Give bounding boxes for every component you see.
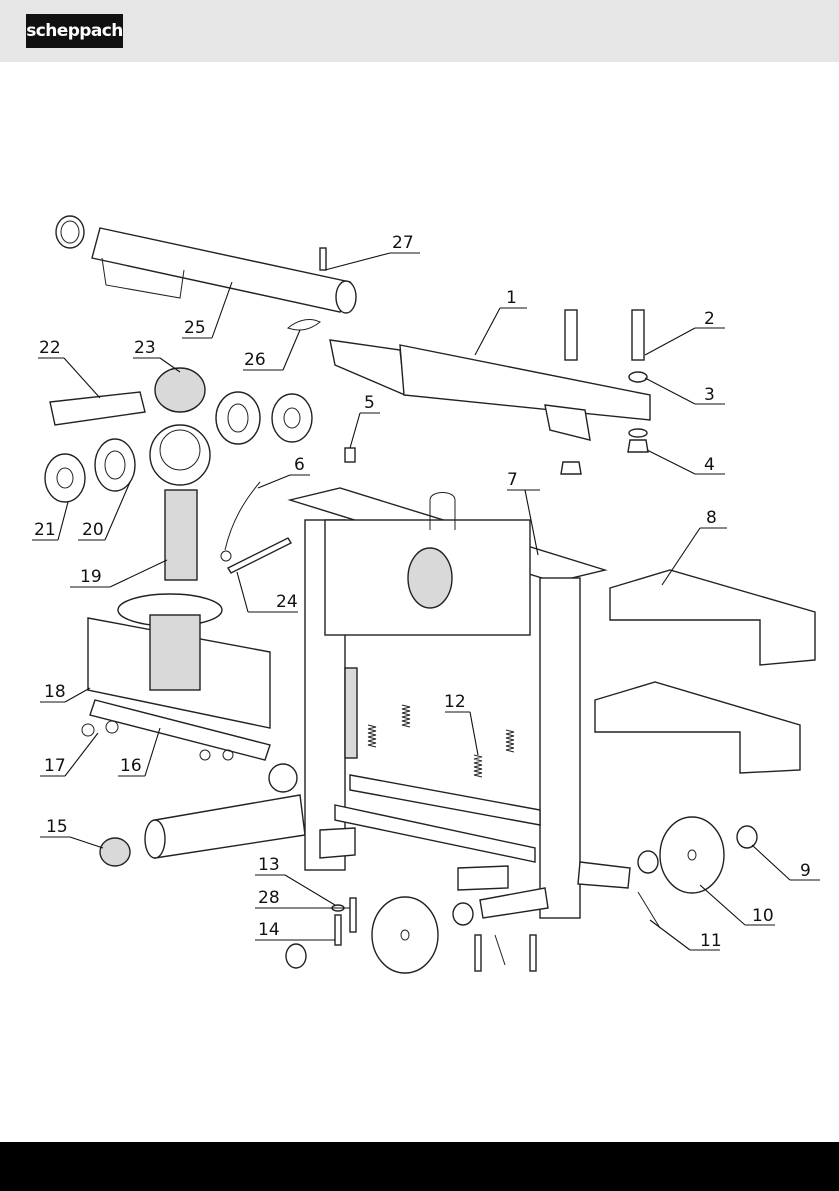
callout-8: 8 [706, 508, 717, 528]
callout-14: 14 [258, 920, 280, 940]
callout-2: 2 [704, 309, 715, 329]
callout-11: 11 [700, 931, 722, 951]
callout-21: 21 [34, 520, 56, 540]
callout-26: 26 [244, 350, 266, 370]
callout-1: 1 [506, 288, 517, 308]
callout-19: 19 [80, 567, 102, 587]
parts-artwork [45, 216, 815, 973]
callout-4: 4 [704, 455, 715, 475]
callout-25: 25 [184, 318, 206, 338]
callout-10: 10 [752, 906, 774, 926]
callout-6: 6 [294, 455, 305, 475]
callout-28: 28 [258, 888, 280, 908]
callout-22: 22 [39, 338, 61, 358]
callout-7: 7 [507, 470, 518, 490]
callout-3: 3 [704, 385, 715, 405]
callout-9: 9 [800, 861, 811, 881]
callout-15: 15 [46, 817, 68, 837]
callout-27: 27 [392, 233, 414, 253]
callout-16: 16 [120, 756, 142, 776]
callout-24: 24 [276, 592, 298, 612]
callout-12: 12 [444, 692, 466, 712]
callout-5: 5 [364, 393, 375, 413]
callout-18: 18 [44, 682, 66, 702]
callout-17: 17 [44, 756, 66, 776]
callout-20: 20 [82, 520, 104, 540]
page-footer-bar [0, 1142, 839, 1191]
callout-23: 23 [134, 338, 156, 358]
callout-13: 13 [258, 855, 280, 875]
